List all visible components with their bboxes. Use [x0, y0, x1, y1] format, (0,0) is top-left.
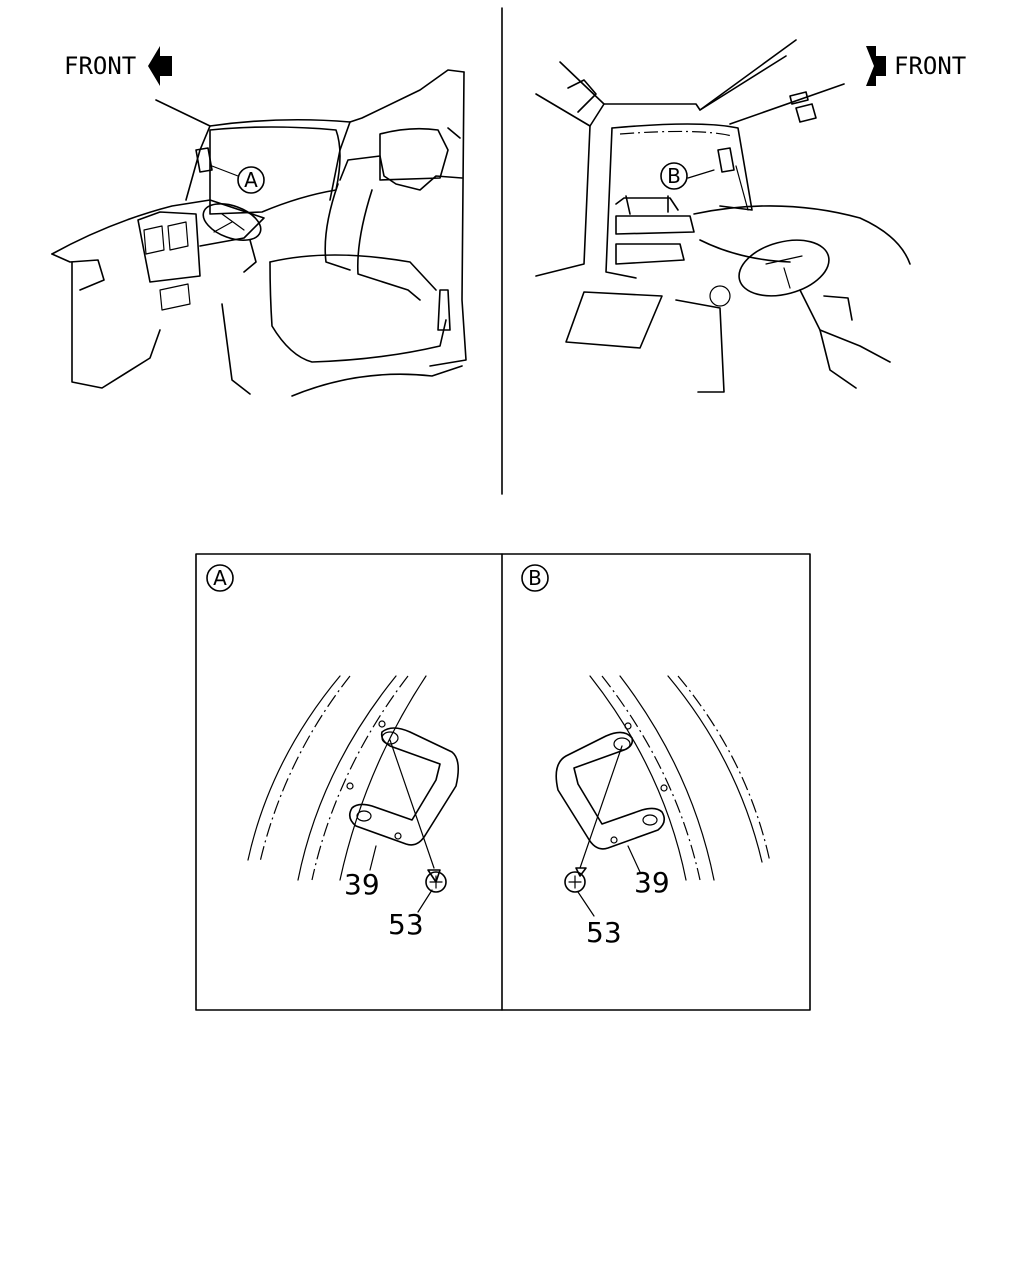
- front-arrow-left-icon: [148, 46, 172, 86]
- detail-b-grip-39: [555, 722, 666, 850]
- detail-a-label-39: 39: [344, 868, 380, 901]
- callout-a-circle: [237, 166, 265, 194]
- left-front-label: FRONT: [64, 52, 136, 80]
- callout-a-letter: A: [244, 168, 258, 192]
- detail-b-title: B: [528, 566, 542, 590]
- detail-b-title-circle: [521, 564, 549, 592]
- detail-a-title: A: [213, 566, 227, 590]
- detail-b: B 39 53: [521, 564, 771, 949]
- callout-b-letter: B: [667, 164, 681, 188]
- callout-b-circle: [660, 162, 688, 190]
- detail-b-label-53: 53: [586, 916, 622, 949]
- detail-frame: [195, 553, 811, 1011]
- right-front-label: FRONT: [894, 52, 966, 80]
- left-cab-view: FRONT A: [51, 46, 467, 397]
- front-arrow-right-icon: [866, 46, 886, 86]
- detail-a-title-circle: [206, 564, 234, 592]
- detail-a: A 39 53: [206, 564, 460, 941]
- detail-b-label-39: 39: [634, 866, 670, 899]
- detail-a-grip-39: [348, 720, 460, 846]
- detail-a-label-53: 53: [388, 908, 424, 941]
- detail-a-screw-icon: [425, 871, 447, 893]
- detail-b-screw-icon: [564, 871, 586, 893]
- right-cab-view: FRONT B: [535, 39, 966, 393]
